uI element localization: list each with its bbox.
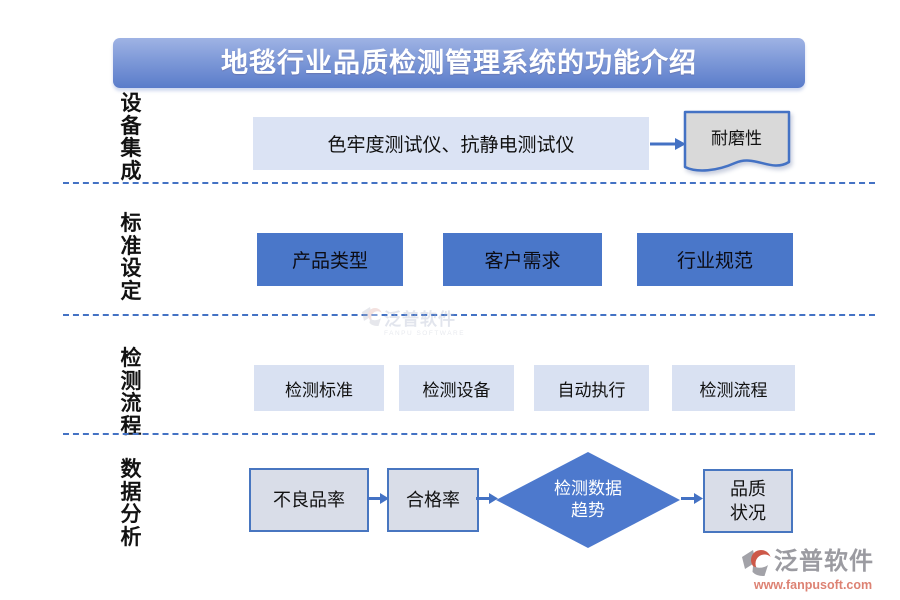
watermark: 泛普软件 FANPU SOFTWARE	[362, 305, 465, 337]
separator-line	[63, 314, 875, 316]
separator-line	[63, 182, 875, 184]
trend-diamond-label: 检测数据 趋势	[496, 452, 680, 548]
analysis-box-defect-rate: 不良品率	[249, 468, 369, 532]
section-label-device-integration: 设备集成	[120, 91, 142, 183]
footer-url-text: www.fanpusoft.com	[753, 578, 873, 592]
title-banner: 地毯行业品质检测管理系统的功能介绍	[113, 38, 805, 88]
analysis-box-pass-rate: 合格率	[387, 468, 479, 532]
trend-line-2: 趋势	[571, 501, 605, 520]
separator-line	[63, 433, 875, 435]
flow-box-inspection-process: 检测流程	[672, 365, 795, 411]
flow-box-auto-execute: 自动执行	[534, 365, 649, 411]
trend-line-1: 检测数据	[554, 479, 622, 498]
document-shape: 耐磨性	[683, 110, 793, 187]
watermark-brand: 泛普软件	[384, 310, 456, 329]
footer-logo: 泛普软件 www.fanpusoft.com	[742, 548, 892, 592]
page-title: 地毯行业品质检测管理系统的功能介绍	[221, 48, 697, 78]
standard-box-product-type: 产品类型	[257, 233, 403, 286]
watermark-subtext: FANPU SOFTWARE	[384, 330, 466, 337]
standard-box-customer-need: 客户需求	[443, 233, 602, 286]
section-label-inspection-flow: 检测流程	[120, 346, 142, 438]
standard-box-industry-norm: 行业规范	[637, 233, 793, 286]
arrow-right-icon	[650, 138, 686, 150]
arrow-right-icon	[681, 493, 703, 504]
arrow-right-icon	[367, 493, 389, 504]
section-label-standard-setting: 标准设定	[120, 211, 142, 303]
document-label: 耐磨性	[711, 129, 762, 148]
document-shape-icon	[683, 110, 791, 172]
analysis-box-quality-status: 品质 状况	[703, 469, 793, 533]
footer-brand-text: 泛普软件	[774, 549, 874, 575]
fanpu-logo-icon	[742, 550, 772, 577]
flow-box-inspection-device: 检测设备	[399, 365, 514, 411]
diamond-shape-icon	[496, 452, 680, 548]
watermark-logo-icon	[362, 307, 382, 327]
arrow-right-icon	[476, 493, 498, 504]
trend-diamond: 检测数据 趋势	[496, 452, 680, 548]
section-label-data-analysis: 数据分析	[120, 457, 142, 549]
quality-status-line-1: 品质	[730, 479, 766, 499]
flow-box-inspection-standard: 检测标准	[254, 365, 384, 411]
quality-status-line-2: 状况	[730, 503, 766, 523]
device-box: 色牢度测试仪、抗静电测试仪	[253, 117, 649, 170]
